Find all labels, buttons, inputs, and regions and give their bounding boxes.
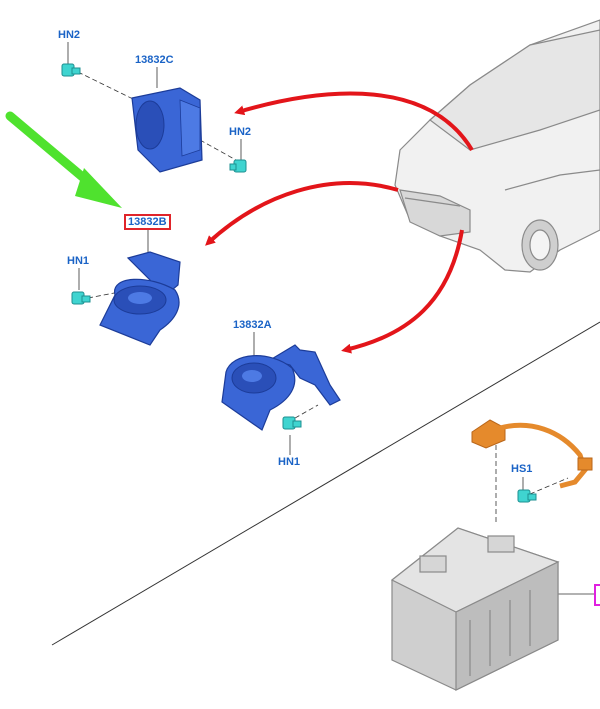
fasteners bbox=[61, 63, 537, 503]
fastener-hn2-mid bbox=[229, 159, 247, 173]
magenta-callout-marker bbox=[594, 584, 600, 606]
label-hn2-top: HN2 bbox=[58, 29, 81, 41]
label-13832c: 13832C bbox=[135, 54, 174, 66]
battery-cable bbox=[471, 419, 593, 489]
label-hn2-mid: HN2 bbox=[229, 126, 252, 138]
arrow-to-13832c bbox=[234, 91, 474, 152]
horn-13832b bbox=[99, 251, 181, 346]
arrow-to-13832a bbox=[341, 229, 464, 354]
fastener-hs1 bbox=[517, 489, 537, 503]
label-hn1-bottom: HN1 bbox=[278, 456, 301, 468]
arrow-to-13832b bbox=[205, 181, 399, 246]
fastener-hn2-top bbox=[61, 63, 81, 77]
battery bbox=[390, 527, 560, 691]
vehicle-illustration bbox=[394, 19, 600, 273]
fastener-hn1-left bbox=[71, 291, 91, 305]
horn-13832c bbox=[131, 87, 203, 173]
section-divider-line bbox=[51, 321, 600, 646]
label-hs1: HS1 bbox=[511, 463, 533, 475]
fastener-hn1-bottom bbox=[282, 416, 302, 430]
green-pointer-arrow bbox=[5, 111, 122, 208]
label-13832b-highlighted: 13832B bbox=[124, 214, 171, 230]
label-hn1-left: HN1 bbox=[67, 255, 90, 267]
label-13832a: 13832A bbox=[233, 319, 272, 331]
horn-13832a bbox=[221, 344, 341, 431]
